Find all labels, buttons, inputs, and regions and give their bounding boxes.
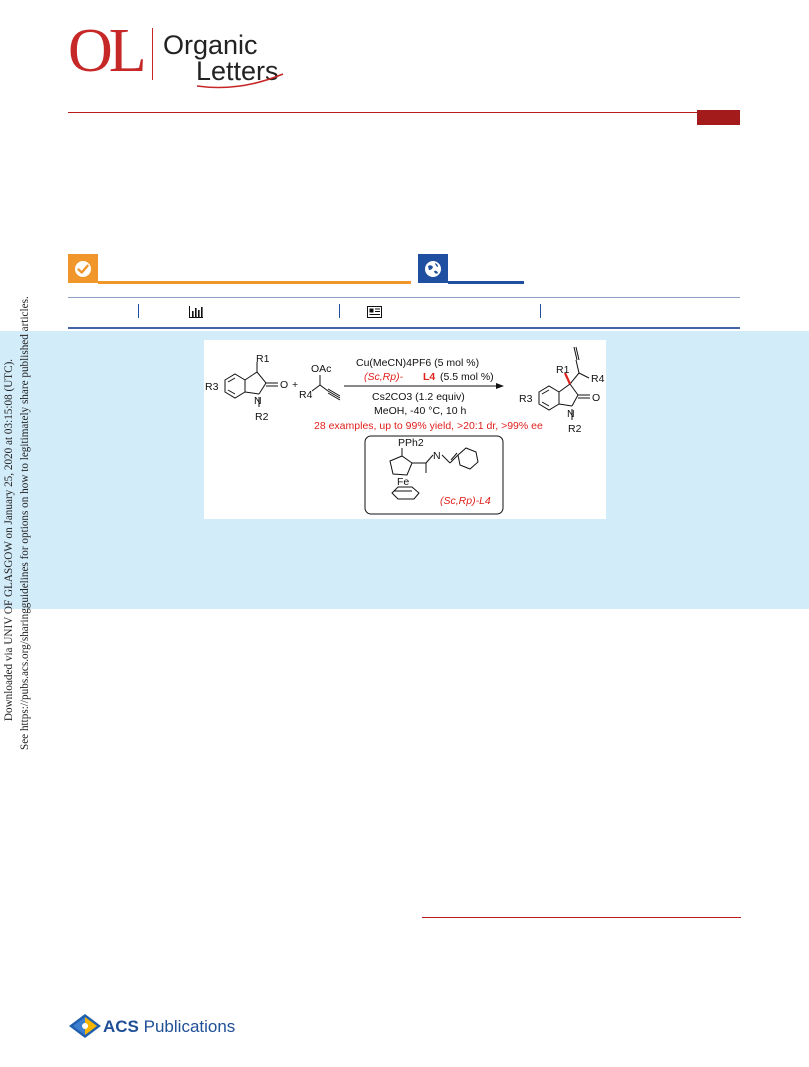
badge-underline-blue [448, 281, 524, 284]
atom-r4-left: R4 [299, 389, 313, 401]
atom-o-left: O [280, 379, 288, 391]
reaction-conditions: MeOH, -40 °C, 10 h [374, 405, 466, 417]
metrics-separator [540, 304, 541, 318]
atom-r2-product: R2 [568, 423, 582, 435]
download-notice: Downloaded via UNIV OF GLASGOW on Januar… [1, 296, 51, 750]
check-badge-icon[interactable] [68, 254, 98, 283]
atom-oac: OAc [311, 363, 331, 375]
reagent-ligand-loading: (5.5 mol %) [440, 371, 494, 383]
acs-diamond-logo [69, 1014, 101, 1038]
atom-o-product: O [592, 392, 600, 404]
metrics-rule-top [68, 297, 740, 298]
plus-sign: + [292, 379, 298, 391]
scope-highlight: 28 examples, up to 99% yield, >20:1 dr, … [314, 420, 543, 432]
publisher-name: ACS Publications [103, 1017, 235, 1037]
atom-pph2: PPh2 [398, 437, 424, 449]
atom-n-left: N [254, 395, 262, 407]
metrics-separator [339, 304, 340, 318]
header-tab [697, 110, 740, 125]
journal-name-line1: Organic [163, 30, 258, 60]
toc-graphic: R1 R3 O N R2 + OAc R4 Cu(MeCN)4PF6 (5 mo… [204, 340, 606, 519]
footnote-rule [422, 917, 741, 918]
metrics-rule-bottom [68, 327, 740, 329]
download-notice-line2: See https://pubs.acs.org/sharingguidelin… [19, 296, 31, 750]
reagent-base: Cs2CO3 (1.2 equiv) [372, 391, 465, 403]
metrics-separator [138, 304, 139, 318]
atom-r3-left: R3 [205, 381, 219, 393]
globe-badge-icon[interactable] [418, 254, 448, 283]
atom-n-product: N [567, 408, 575, 420]
logo-swoosh-icon [196, 73, 284, 89]
atom-r3-product: R3 [519, 393, 533, 405]
reagent-catalyst: Cu(MeCN)4PF6 (5 mol %) [356, 357, 479, 369]
atom-r1-product: R1 [556, 364, 570, 376]
atom-r2-left: R2 [255, 411, 269, 423]
download-notice-line1: Downloaded via UNIV OF GLASGOW on Januar… [3, 358, 15, 722]
publisher-suffix: Publications [143, 1017, 236, 1036]
header-rule [68, 112, 740, 113]
atom-r1-left: R1 [256, 353, 270, 365]
reagent-ligand-name: L4 [423, 371, 435, 383]
badge-underline-orange [98, 281, 411, 284]
bar-chart-icon[interactable] [189, 306, 203, 318]
newspaper-icon[interactable] [367, 306, 382, 318]
atom-n-ligand: N [433, 450, 441, 462]
logo-divider [152, 28, 153, 80]
journal-logo-abbrev: OL [68, 17, 147, 85]
ligand-label: (Sc,Rp)-L4 [440, 495, 491, 507]
atom-fe: Fe [397, 476, 409, 488]
reagent-ligand-prefix: (Sc,Rp)- [364, 371, 404, 383]
publisher-prefix: ACS [103, 1017, 139, 1036]
atom-r4-product: R4 [591, 373, 605, 385]
